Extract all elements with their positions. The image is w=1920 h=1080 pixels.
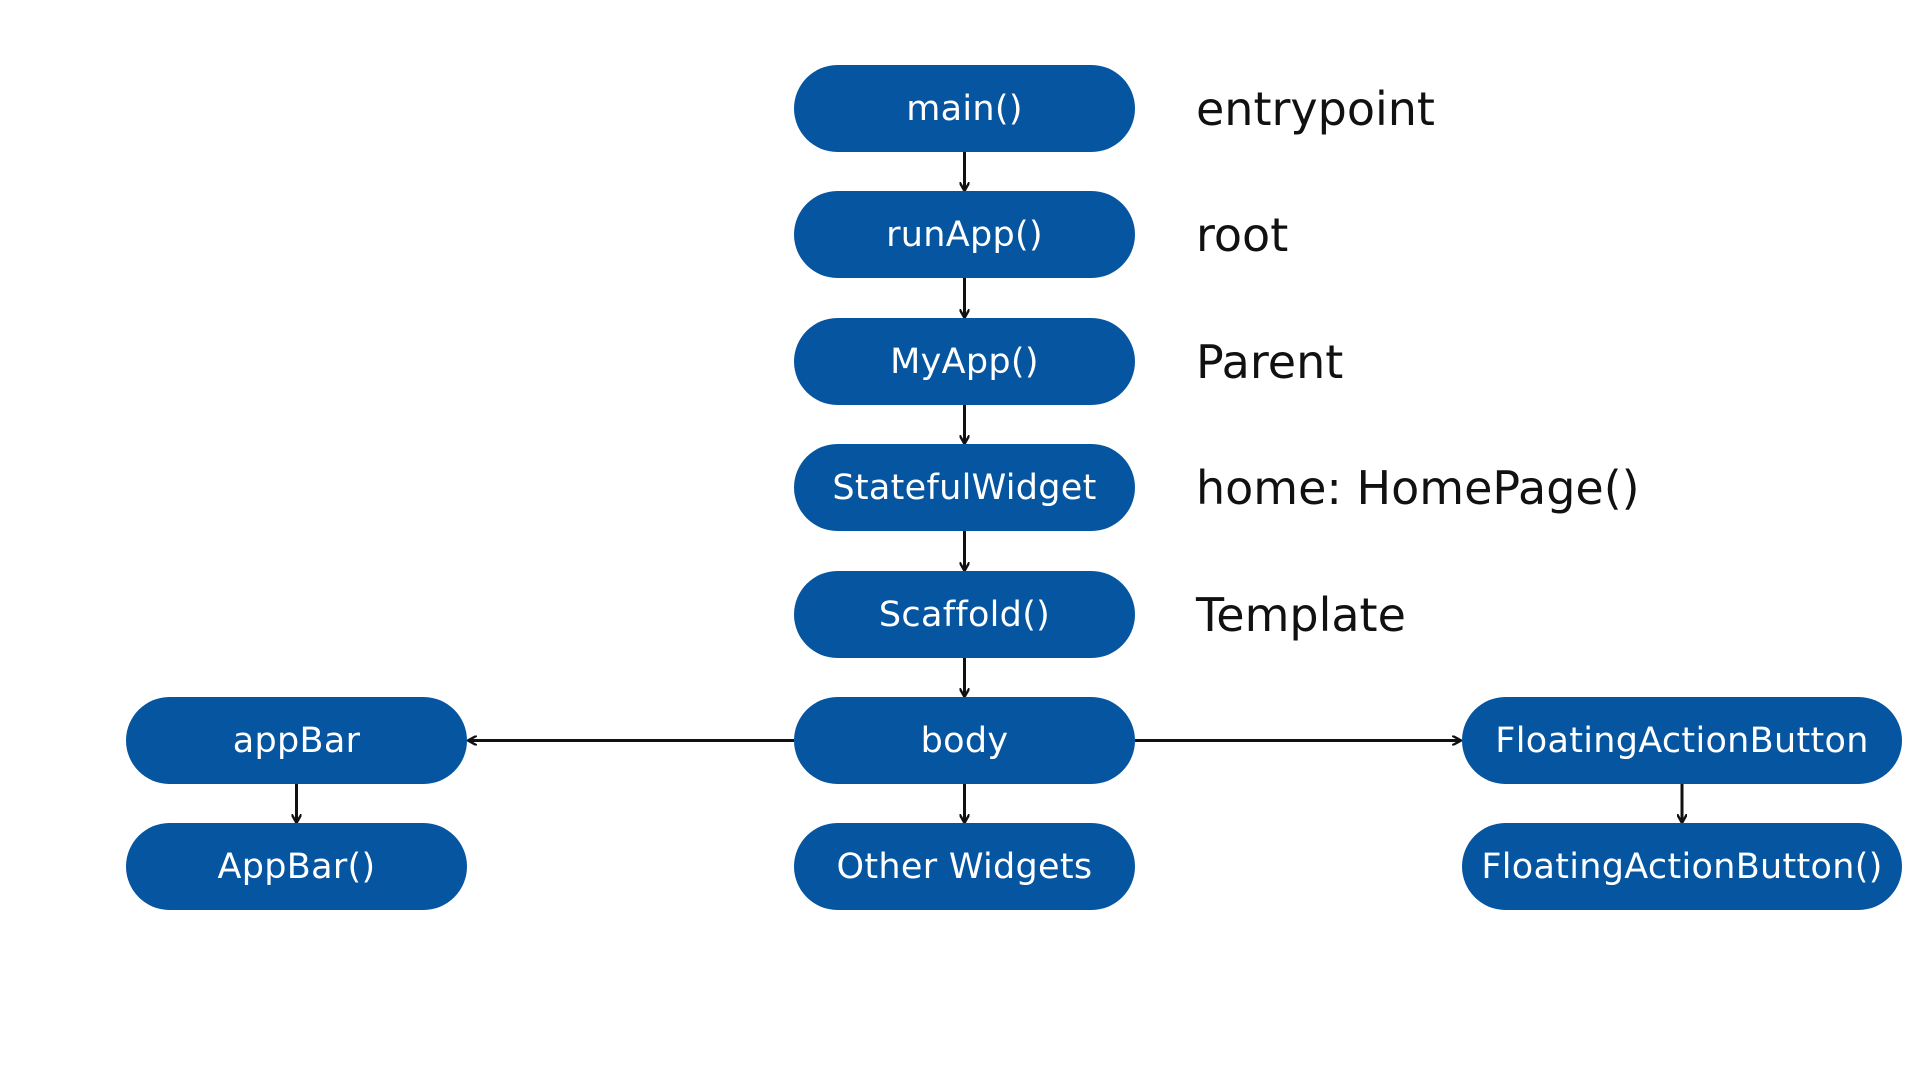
node-scaffold: Scaffold() bbox=[794, 571, 1135, 658]
node-runapp: runApp() bbox=[794, 191, 1135, 278]
node-other-widgets: Other Widgets bbox=[794, 823, 1135, 910]
node-body: body bbox=[794, 697, 1135, 784]
node-main: main() bbox=[794, 65, 1135, 152]
annotation-home: home: HomePage() bbox=[1196, 460, 1640, 515]
annotation-entrypoint: entrypoint bbox=[1196, 81, 1435, 136]
annotation-template: Template bbox=[1196, 587, 1406, 642]
node-floating-action-button: FloatingActionButton bbox=[1462, 697, 1902, 784]
annotation-parent: Parent bbox=[1196, 334, 1344, 389]
node-floating-action-button-widget: FloatingActionButton() bbox=[1462, 823, 1902, 910]
annotation-root: root bbox=[1196, 207, 1289, 262]
node-appbar-widget: AppBar() bbox=[126, 823, 467, 910]
node-stateful-widget: StatefulWidget bbox=[794, 444, 1135, 531]
node-appbar: appBar bbox=[126, 697, 467, 784]
node-myapp: MyApp() bbox=[794, 318, 1135, 405]
